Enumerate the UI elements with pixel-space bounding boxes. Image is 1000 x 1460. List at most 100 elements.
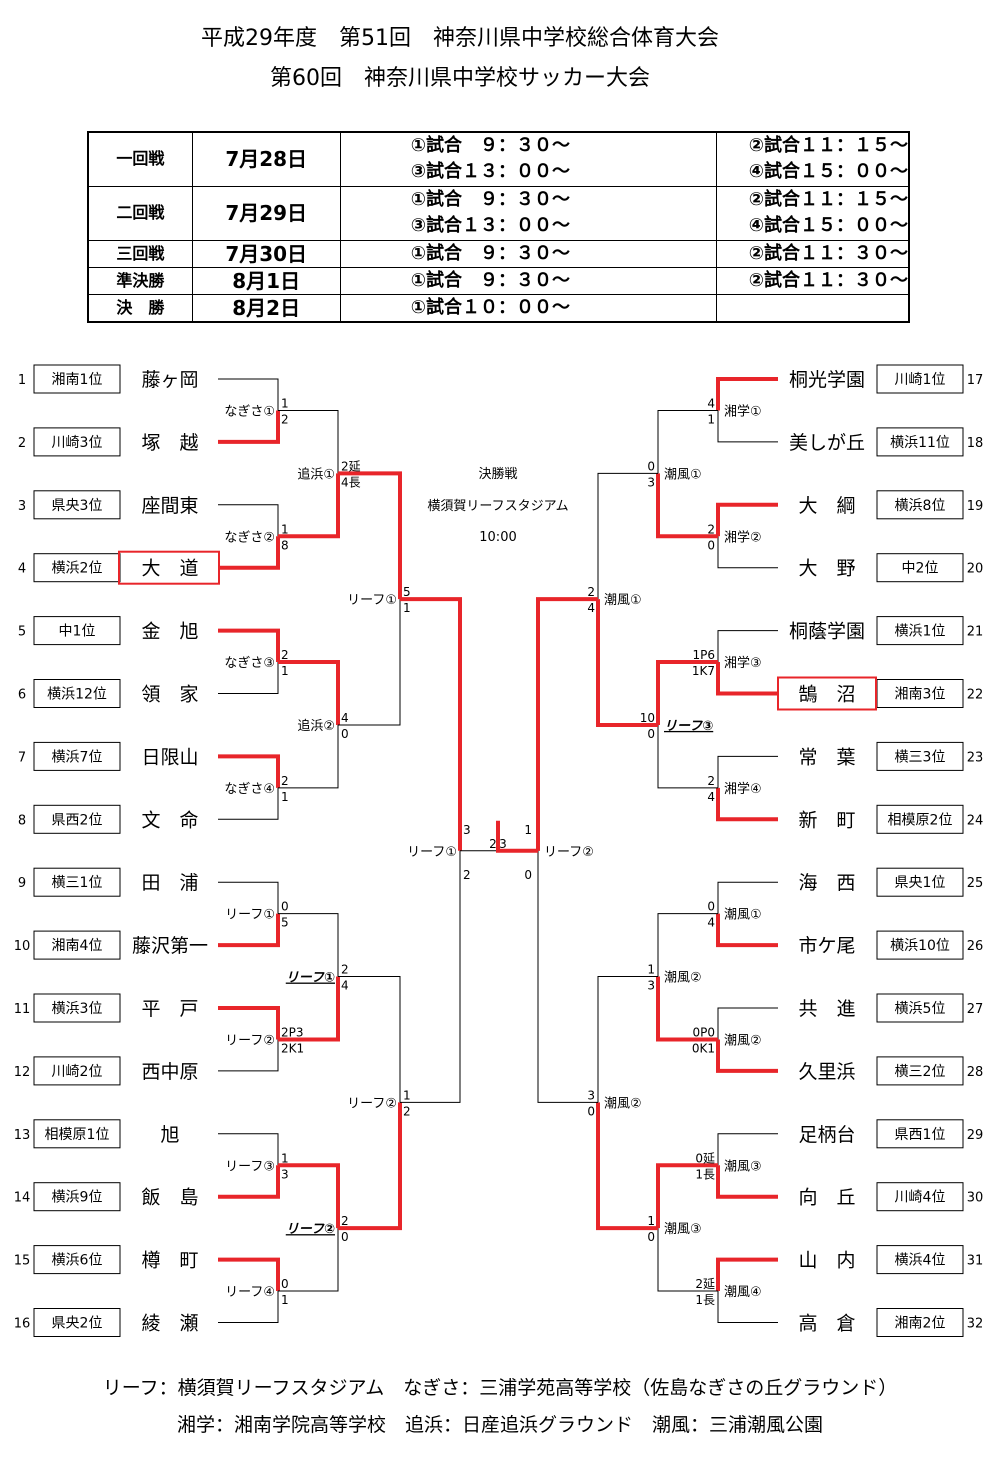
score: 5 <box>281 916 289 930</box>
venue-label: なぎさ① <box>224 404 275 419</box>
seed-box <box>33 741 121 771</box>
bracket-line <box>218 881 279 914</box>
schedule-round: 決 勝 <box>87 293 193 322</box>
team-name: 大 野 <box>798 558 855 580</box>
score: 2 <box>281 412 289 426</box>
team-seed: 川崎1位 <box>895 372 946 388</box>
team-number: 15 <box>14 1254 31 1269</box>
team-number: 13 <box>14 1128 31 1143</box>
team-name: 旭 <box>160 1124 179 1146</box>
team-name: 藤沢第一 <box>132 935 208 957</box>
score: 0 <box>707 900 715 914</box>
team-number: 11 <box>14 1002 31 1017</box>
score: 0 <box>341 1230 349 1244</box>
tournament-title-line2: 第60回 神奈川県中学校サッカー大会 <box>270 66 650 91</box>
winner-path <box>278 473 340 539</box>
schedule-date: 8月2日 <box>191 293 341 322</box>
venue-label: なぎさ④ <box>224 782 275 797</box>
seed-box <box>876 993 964 1023</box>
team-seed: 中2位 <box>902 561 939 577</box>
score: 0 <box>524 868 532 882</box>
bracket-line <box>338 976 401 1103</box>
score: 10 <box>640 711 655 725</box>
team-seed: 横三2位 <box>895 1064 946 1080</box>
schedule-date: 7月29日 <box>191 185 341 241</box>
team-name: 桐光学園 <box>789 369 865 391</box>
score: 8 <box>281 538 289 552</box>
schedule-row: 三回戦 7月30日 ①試合 ９：３０～ ②試合１１：３０～ <box>87 239 910 268</box>
score: 2 <box>707 522 715 536</box>
team-seed: 横浜12位 <box>47 687 107 703</box>
seed-box <box>33 1308 121 1337</box>
team-number: 25 <box>967 876 984 891</box>
team-name: 市ケ尾 <box>798 935 855 957</box>
winner-path <box>218 754 280 788</box>
team-name: 平 戸 <box>141 998 198 1020</box>
bracket-line <box>597 472 658 600</box>
team-name: 大 道 <box>141 558 198 580</box>
team-name: 飯 島 <box>141 1187 198 1209</box>
seed-box <box>876 553 964 583</box>
bracket-line <box>657 409 718 474</box>
schedule-date: 8月1日 <box>191 266 341 295</box>
bracket-line <box>278 913 339 977</box>
team-number: 2 <box>18 436 26 451</box>
team-name: 久里浜 <box>798 1061 855 1083</box>
winner-path <box>400 597 462 851</box>
team-number: 12 <box>14 1065 31 1080</box>
schedule-table: 一回戦 7月28日 ①試合 ９：３０～③試合１３：００～ ②試合１１：１５～④試… <box>87 131 910 323</box>
team-number: 19 <box>967 499 984 514</box>
team-name: 西中原 <box>141 1061 198 1083</box>
bracket-line <box>657 1228 718 1292</box>
score: 1K7 <box>692 664 715 678</box>
score: 2 <box>281 774 289 788</box>
schedule-time: ③試合１３：００～ <box>410 215 570 236</box>
score: 1 <box>647 963 655 977</box>
team-seed: 横浜9位 <box>52 1190 103 1206</box>
seed-box <box>876 804 964 834</box>
score: 4 <box>707 396 715 410</box>
score: 3 <box>587 1088 595 1102</box>
winner-path <box>716 1165 778 1199</box>
team-seed: 湘南2位 <box>895 1316 946 1332</box>
bracket-line <box>537 850 598 1103</box>
schedule-time: ②試合１１：１５～ <box>748 189 908 210</box>
seed-box <box>33 364 121 394</box>
seed-box <box>876 364 964 394</box>
team-name: 領 家 <box>141 684 198 706</box>
venue-legend-line1: リーフ：横須賀リーフスタジアム なぎさ：三浦学苑高等学校（佐島なぎさの丘グラウン… <box>102 1377 898 1399</box>
team-seed: 湘南3位 <box>895 687 946 703</box>
schedule-time: ①試合 ９：３０～ <box>339 266 717 295</box>
schedule-time: ②試合１１：３０～ <box>715 239 910 268</box>
score: 2 <box>341 1214 349 1228</box>
team-number: 16 <box>14 1317 31 1332</box>
bracket-line <box>338 599 401 726</box>
seed-box <box>33 930 121 960</box>
team-seed: 県央2位 <box>52 1316 103 1332</box>
team-seed: 県西1位 <box>895 1127 946 1143</box>
bracket-line <box>657 913 718 977</box>
team-name: 向 丘 <box>798 1187 855 1209</box>
winner-path <box>218 913 280 948</box>
score: 3 <box>647 475 655 489</box>
team-seed: 県西2位 <box>52 812 103 828</box>
venue-label: なぎさ③ <box>224 656 275 671</box>
score: 0K1 <box>692 1041 715 1055</box>
score: 4 <box>707 790 715 804</box>
team-name: 文 命 <box>141 809 198 831</box>
final-time: 10:00 <box>479 530 516 545</box>
score: 1 <box>524 823 532 837</box>
score: 1 <box>281 396 289 410</box>
score: 0 <box>647 727 655 741</box>
team-number: 20 <box>967 562 984 577</box>
team-number: 7 <box>18 750 26 765</box>
score: 1 <box>403 1088 411 1102</box>
team-number: 31 <box>967 1254 984 1269</box>
seed-box <box>876 867 964 897</box>
score: 0 <box>281 900 289 914</box>
seed-box <box>33 1056 121 1086</box>
venue-label: 潮風③ <box>664 1222 702 1237</box>
venue-label: リーフ② <box>544 845 594 860</box>
